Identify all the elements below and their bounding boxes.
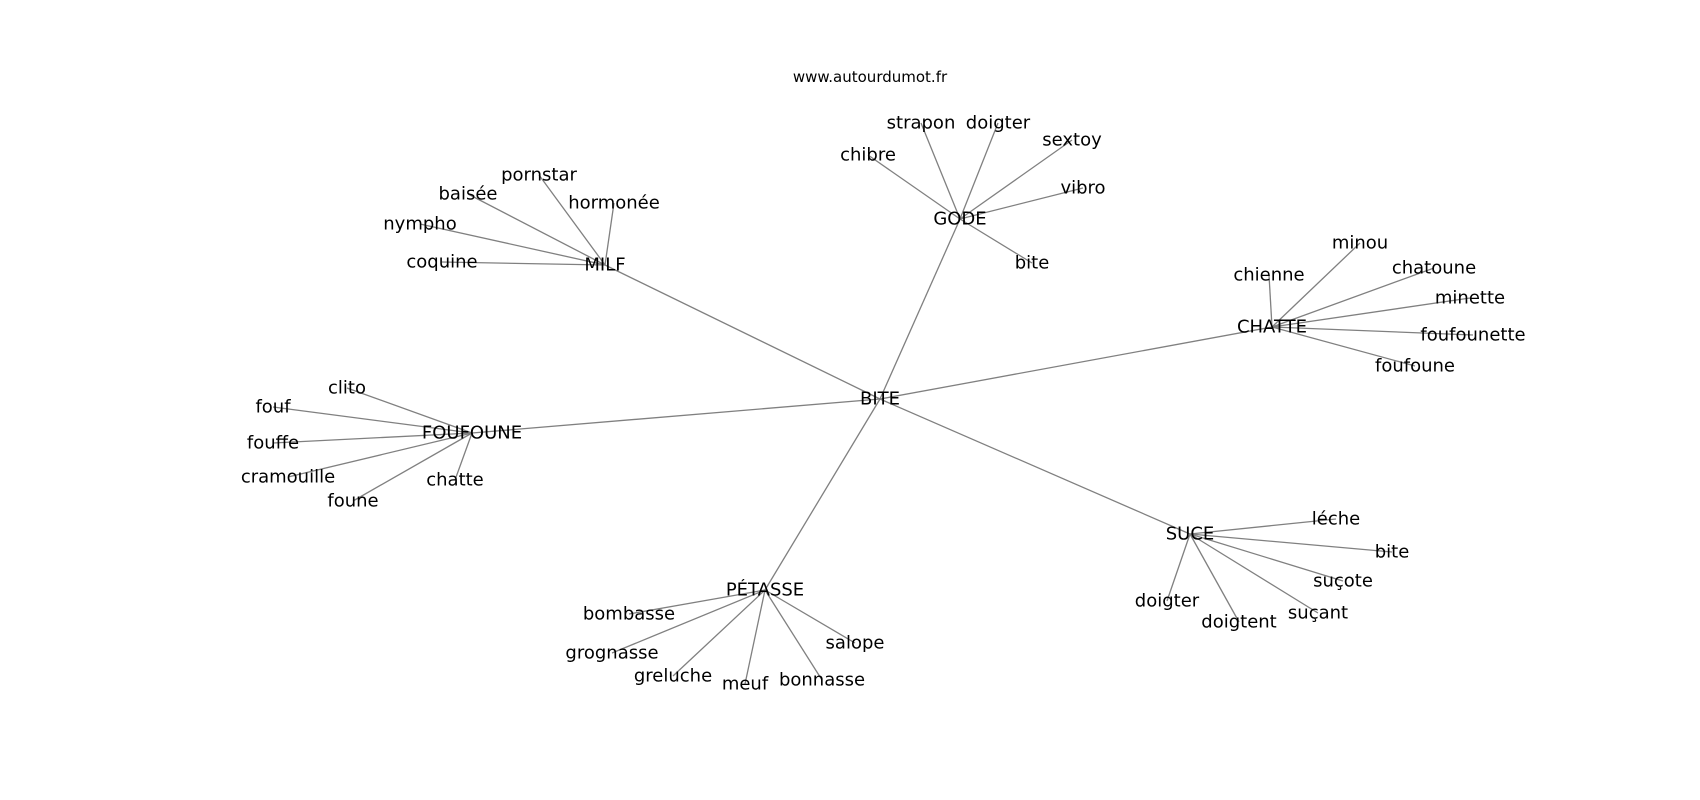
edge-root-suce [879, 398, 1191, 535]
leaf-node-gode-vibro: vibro [1060, 178, 1105, 199]
leaf-node-suce-bite: bite [1375, 542, 1410, 563]
edge-petasse-bombasse [628, 589, 766, 615]
edge-root-milf [604, 264, 881, 400]
edge-gode-strapon [920, 122, 961, 220]
edge-foufoune-chatte [454, 432, 473, 481]
hub-node-foufoune: FOUFOUNE [422, 423, 522, 444]
edge-suce-leche [1189, 518, 1337, 535]
edge-suce-sucant [1189, 533, 1319, 614]
edge-petasse-salope [764, 589, 856, 644]
hub-node-milf: MILF [584, 255, 625, 276]
edge-root-petasse [764, 398, 881, 591]
leaf-node-foufoune-cramouille: cramouille [241, 467, 335, 488]
edge-root-gode [879, 218, 961, 400]
edge-gode-sextoy [959, 139, 1073, 220]
leaf-node-petasse-greluche: greluche [634, 666, 712, 687]
edge-layer [272, 122, 1474, 685]
leaf-node-petasse-bombasse: bombasse [583, 604, 675, 625]
edge-chatte-minou [1271, 242, 1361, 328]
source-label: www.autourdumot.fr [793, 68, 948, 86]
edge-milf-baisee [467, 193, 606, 266]
edge-gode-bite [959, 218, 1033, 264]
edge-petasse-bonnasse [764, 589, 823, 681]
leaf-node-milf-pornstar: pornstar [501, 165, 577, 186]
edge-milf-hormonee [604, 202, 615, 266]
leaf-node-suce-leche: léche [1312, 509, 1360, 530]
edge-suce-sucote [1189, 533, 1344, 582]
leaf-node-chatte-foufoune: foufoune [1375, 356, 1455, 377]
edge-root-foufoune [471, 398, 881, 434]
leaf-node-gode-chibre: chibre [840, 145, 896, 166]
leaf-node-suce-sucote: suçote [1313, 571, 1373, 592]
edge-foufoune-cramouille [287, 432, 473, 478]
leaf-node-gode-doigter: doigter [966, 113, 1031, 134]
edge-foufoune-foune [352, 432, 473, 502]
hub-node-gode: GODE [933, 209, 986, 230]
edge-gode-chibre [867, 154, 961, 220]
edge-milf-pornstar [538, 174, 606, 266]
leaf-node-milf-hormonee: hormonée [568, 193, 660, 214]
edge-chatte-foufounette [1271, 326, 1474, 336]
root-node: BITE [860, 389, 900, 410]
leaf-node-gode-sextoy: sextoy [1042, 130, 1102, 151]
edge-foufoune-fouffe [272, 432, 473, 444]
leaf-node-milf-nympho: nympho [383, 214, 456, 235]
leaf-node-foufoune-fouffe: fouffe [247, 433, 299, 454]
leaf-node-gode-bite: bite [1015, 253, 1050, 274]
leaf-node-petasse-meuf: meuf [722, 674, 769, 695]
hub-node-petasse: PÉTASSE [726, 579, 804, 601]
edge-petasse-greluche [672, 589, 766, 677]
label-layer: www.autourdumot.fr BITE GODE strapon doigte… [241, 68, 1526, 695]
leaf-node-gode-strapon: strapon [887, 113, 956, 134]
leaf-node-chatte-chienne: chienne [1233, 265, 1304, 286]
edge-gode-doigter [959, 122, 999, 220]
leaf-node-foufoune-clito: clito [328, 378, 366, 399]
edge-suce-bite [1189, 533, 1393, 553]
edge-suce-doigtent [1189, 533, 1240, 623]
leaf-node-chatte-chatoune: chatoune [1392, 258, 1476, 279]
edge-root-chatte [879, 326, 1273, 400]
leaf-node-milf-baisee: baisée [439, 184, 498, 205]
edge-chatte-minette [1271, 297, 1471, 328]
leaf-node-chatte-foufounette: foufounette [1420, 325, 1525, 346]
edge-foufoune-fouf [272, 406, 473, 434]
leaf-node-suce-doigter: doigter [1135, 591, 1200, 612]
leaf-node-petasse-bonnasse: bonnasse [779, 670, 865, 691]
leaf-node-foufoune-foune: foune [327, 491, 378, 512]
hub-node-suce: SUCE [1166, 524, 1215, 545]
leaf-node-petasse-grognasse: grognasse [565, 643, 658, 664]
leaf-node-foufoune-fouf: fouf [255, 397, 291, 418]
edge-chatte-foufoune [1271, 326, 1416, 367]
edge-petasse-meuf [744, 589, 766, 685]
leaf-node-suce-doigtent: doigtent [1201, 612, 1276, 633]
edge-petasse-grognasse [611, 589, 766, 654]
edge-milf-nympho [419, 223, 606, 266]
leaf-node-suce-sucant: suçant [1288, 603, 1348, 624]
edge-chatte-chatoune [1271, 267, 1435, 328]
edge-gode-vibro [959, 187, 1084, 220]
leaf-node-chatte-minette: minette [1435, 288, 1505, 309]
hub-node-chatte: CHATTE [1237, 317, 1307, 338]
edge-foufoune-clito [346, 387, 473, 434]
edge-suce-doigter [1166, 533, 1191, 602]
leaf-node-chatte-minou: minou [1332, 233, 1388, 254]
edge-chatte-chienne [1268, 274, 1273, 328]
edge-milf-coquine [441, 261, 606, 266]
leaf-node-petasse-salope: salope [826, 633, 885, 654]
leaf-node-foufoune-chatte: chatte [426, 470, 484, 491]
leaf-node-milf-coquine: coquine [406, 252, 477, 273]
